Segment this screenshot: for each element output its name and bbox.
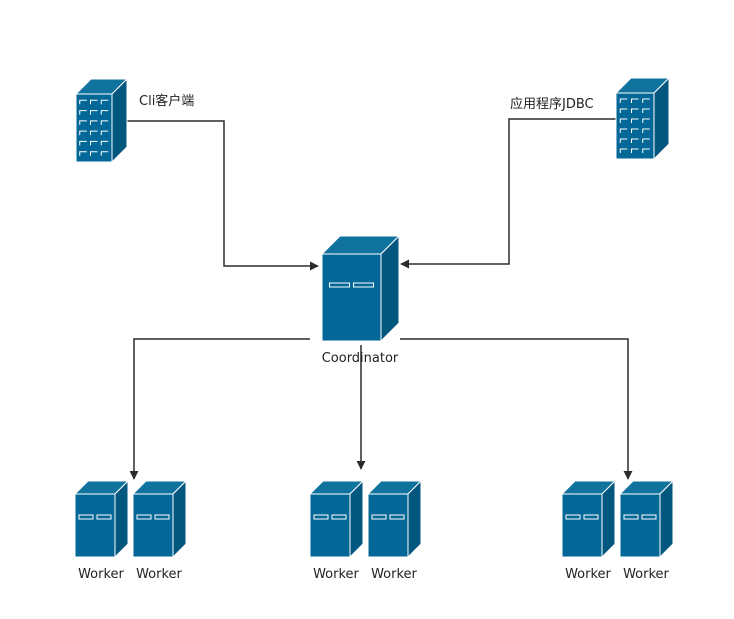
worker-label: Worker <box>371 567 417 582</box>
coordinator-node: Coordinator <box>320 234 401 366</box>
tower-server-icon <box>131 479 188 559</box>
worker-group-1: Worker Worker <box>73 479 188 582</box>
tower-server-icon <box>308 479 365 559</box>
edges <box>127 118 633 480</box>
edge-coordinator-to-worker-group-1 <box>129 338 310 480</box>
tower-server-icon <box>73 479 130 559</box>
tower-server-icon <box>618 479 675 559</box>
worker-label: Worker <box>565 567 611 582</box>
cli-label: Cli客户端 <box>139 93 194 109</box>
edge-coordinator-to-worker-group-3 <box>400 338 633 480</box>
jdbc-node: 应用程序JDBC <box>510 76 671 161</box>
coordinator-label: Coordinator <box>322 351 399 366</box>
worker-label: Worker <box>313 567 359 582</box>
edge-cli-to-coordinator <box>127 120 319 271</box>
building-server-icon <box>614 76 671 161</box>
tower-server-icon <box>366 479 423 559</box>
edge-jdbc-to-coordinator <box>400 118 616 269</box>
tower-server-icon <box>320 234 401 343</box>
worker-label: Worker <box>623 567 669 582</box>
worker-group-3: Worker Worker <box>560 479 675 582</box>
building-server-icon <box>74 77 129 164</box>
worker-label: Worker <box>78 567 124 582</box>
worker-group-2: Worker Worker <box>308 479 423 582</box>
tower-server-icon <box>560 479 617 559</box>
cli-node: Cli客户端 <box>74 77 194 164</box>
jdbc-label: 应用程序JDBC <box>510 96 594 112</box>
worker-label: Worker <box>136 567 182 582</box>
